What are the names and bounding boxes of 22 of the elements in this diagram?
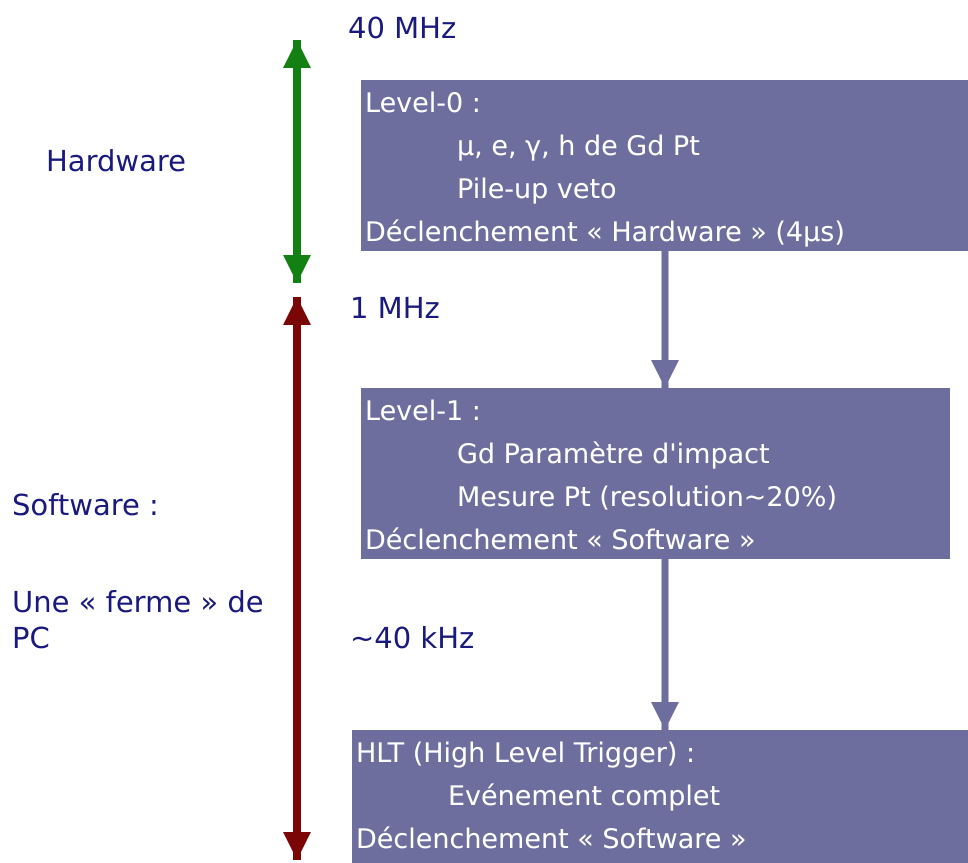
label-text: 40 MHz [348,10,458,46]
label-text: Hardware [46,143,188,179]
arrow [651,251,679,388]
label-text: Une « ferme » de PC [12,584,265,656]
box-text: Level-0 : [365,87,482,121]
box-text: Déclenchement « Software » [365,524,756,558]
label-text: ~40 kHz [350,620,476,656]
label-text: Software : [12,487,160,523]
process-box [361,80,968,251]
arrow [651,559,679,730]
label-text: 1 MHz [350,290,441,326]
process-box [352,730,968,863]
box-text: Pile-up veto [456,173,618,207]
box-text: Gd Paramètre d'impact [456,438,771,472]
box-text: μ, e, γ, h de Gd Pt [456,130,701,164]
box-text: Mesure Pt (resolution~20%) [456,481,838,515]
box-text: Déclenchement « Software » [356,823,748,857]
box-text: Evénement complet [447,780,722,814]
box-text: HLT (High Level Trigger) : [356,737,696,771]
box-text: Déclenchement « Hardware » (4μs) [365,216,846,250]
box-text: Level-1 : [365,395,482,429]
process-box [361,388,950,559]
